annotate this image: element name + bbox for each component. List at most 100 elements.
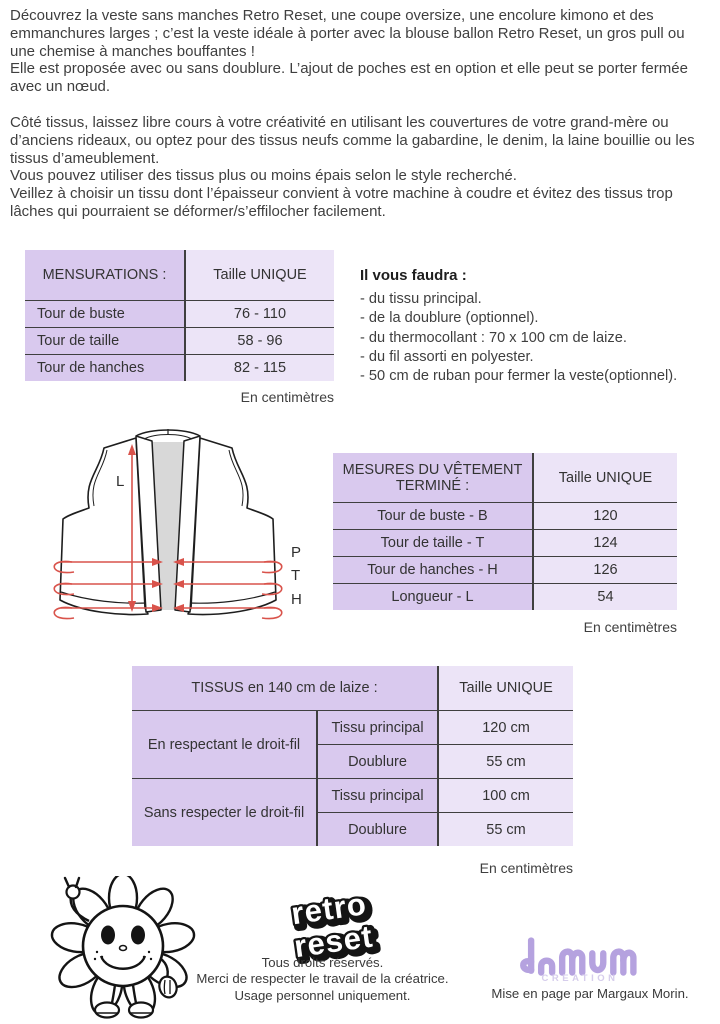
damm-letters	[520, 937, 637, 976]
retro-reset-logo: retro reset retro reset	[252, 884, 412, 972]
unit-note: En centimètres	[583, 619, 677, 635]
waist-label: T	[291, 567, 300, 584]
intro-paragraph: Côté tissus, laissez libre cours à votre…	[10, 113, 695, 167]
vest-illustration: L P T H	[53, 429, 302, 620]
vest-diagram: L P T H	[48, 426, 318, 631]
size-header: Taille UNIQUE	[532, 453, 677, 503]
armhole-seam	[228, 449, 244, 507]
fabric-table: TISSUS en 140 cm de laize : Taille UNIQU…	[132, 666, 574, 846]
unit-note: En centimètres	[240, 389, 334, 405]
row-label: Tour de buste	[25, 300, 185, 328]
mascot-eye	[101, 925, 115, 945]
intro-paragraph: Découvrez la veste sans manches Retro Re…	[10, 7, 685, 60]
bust-label: P	[291, 544, 301, 561]
table-header-row: MESURES DU VÊTEMENT TERMINÉ : Taille UNI…	[333, 453, 677, 503]
table-row: Doublure 55 cm	[132, 744, 574, 779]
finished-header: MESURES DU VÊTEMENT TERMINÉ :	[333, 453, 533, 503]
table-row: Tour de hanches - H 126	[333, 556, 677, 584]
retro-reset-logo-svg: retro reset retro reset	[287, 884, 383, 971]
paragraph-gap	[10, 96, 711, 114]
mensurations-table: MENSURATIONS : Taille UNIQUE Tour de bus…	[25, 250, 334, 381]
fabric-kind: Tissu principal	[315, 778, 439, 813]
materials-list: Il vous faudra : - du tissu principal. -…	[360, 266, 715, 386]
list-item: - du thermocollant : 70 x 100 cm de laiz…	[360, 329, 627, 346]
rights-block: Tous droits réservés. Merci de respecter…	[160, 955, 485, 1004]
rights-line: Tous droits réservés.	[261, 955, 384, 970]
list-item: - 50 cm de ruban pour fermer la veste(op…	[360, 368, 678, 385]
table-row: Tour de taille - T 124	[333, 529, 677, 557]
mascot-shoe	[127, 1001, 155, 1019]
list-item: - de la doublure (optionnel).	[360, 310, 539, 327]
row-value: 58 - 96	[184, 327, 334, 355]
glove-finger-lines	[163, 979, 171, 995]
size-header: Taille UNIQUE	[437, 666, 574, 711]
row-label: Tour de buste - B	[333, 502, 533, 530]
row-value: 126	[532, 556, 677, 584]
mascot-nose	[118, 944, 128, 952]
row-value: 124	[532, 529, 677, 557]
fabric-value: 100 cm	[437, 778, 574, 813]
collar-band	[174, 435, 201, 613]
fabric-kind: Doublure	[315, 812, 439, 846]
group-label: En respectant le droit-fil	[132, 710, 317, 779]
table-row: Longueur - L 54	[333, 583, 677, 610]
measure-arrows	[128, 444, 184, 612]
intro-paragraph: Elle est proposée avec ou sans doublure.…	[10, 60, 688, 96]
table-row: Tour de buste - B 120	[333, 502, 677, 530]
row-label: Tour de taille - T	[333, 529, 533, 557]
table-header-row: TISSUS en 140 cm de laize : Taille UNIQU…	[132, 666, 574, 711]
fabric-value: 120 cm	[437, 710, 574, 745]
row-label: Tour de taille	[25, 327, 185, 355]
vest-left-panel	[59, 437, 149, 616]
flower-mascot-illustration	[50, 872, 196, 1019]
table-row: Tour de buste 76 - 110	[25, 300, 334, 328]
damm-logo	[510, 936, 660, 978]
damm-creation-label: CREATION	[541, 973, 619, 984]
damm-logo-svg	[520, 937, 637, 976]
neckline-inner	[143, 434, 193, 440]
fabric-kind: Doublure	[315, 744, 439, 779]
row-value: 82 - 115	[184, 354, 334, 381]
mensurations-header: MENSURATIONS :	[25, 250, 185, 301]
flower-mascot	[46, 872, 198, 1022]
intro-text: Découvrez la veste sans manches Retro Re…	[10, 7, 711, 221]
row-label: Tour de hanches - H	[333, 556, 533, 584]
measure-lines	[53, 452, 283, 620]
armhole-seam	[92, 449, 108, 507]
vest-right-panel	[187, 437, 277, 616]
mascot-eye	[131, 925, 145, 945]
table-row: Doublure 55 cm	[132, 812, 574, 846]
materials-title: Il vous faudra :	[360, 267, 467, 284]
hip-label: H	[291, 591, 302, 608]
mascot-shoe	[93, 1001, 121, 1019]
mascot-freckles	[93, 950, 153, 961]
usage-line: Usage personnel uniquement.	[234, 987, 411, 1003]
row-value: 76 - 110	[184, 300, 334, 328]
row-value: 54	[532, 583, 677, 610]
fabric-header: TISSUS en 140 cm de laize :	[132, 666, 439, 711]
mascot-hand	[65, 884, 81, 900]
row-label: Tour de hanches	[25, 354, 185, 381]
finished-measures-table: MESURES DU VÊTEMENT TERMINÉ : Taille UNI…	[333, 453, 677, 610]
logo-group: retro reset retro reset	[287, 884, 383, 971]
table-row: Tour de taille 58 - 96	[25, 327, 334, 355]
mascot-smile	[99, 955, 147, 970]
row-label: Longueur - L	[333, 583, 533, 610]
respect-line: Merci de respecter le travail de la créa…	[196, 971, 449, 987]
table-row: Tour de hanches 82 - 115	[25, 354, 334, 381]
mascot-legs	[110, 984, 138, 1004]
table-header-row: MENSURATIONS : Taille UNIQUE	[25, 250, 334, 301]
list-item: - du tissu principal.	[360, 291, 482, 308]
list-item: - du fil assorti en polyester.	[360, 348, 534, 365]
mascot-glove	[158, 975, 178, 999]
peace-sign-fingers	[63, 876, 81, 889]
row-value: 120	[532, 502, 677, 530]
intro-paragraph: Vous pouvez utiliser des tissus plus ou …	[10, 167, 517, 185]
fabric-value: 55 cm	[437, 744, 574, 779]
unit-note: En centimètres	[479, 860, 573, 876]
group-label: Sans respecter le droit-fil	[132, 778, 317, 846]
fabric-value: 55 cm	[437, 812, 574, 846]
table-row: Sans respecter le droit-fil Tissu princi…	[132, 778, 574, 846]
layout-credit: Mise en page par Margaux Morin.	[491, 986, 689, 1001]
